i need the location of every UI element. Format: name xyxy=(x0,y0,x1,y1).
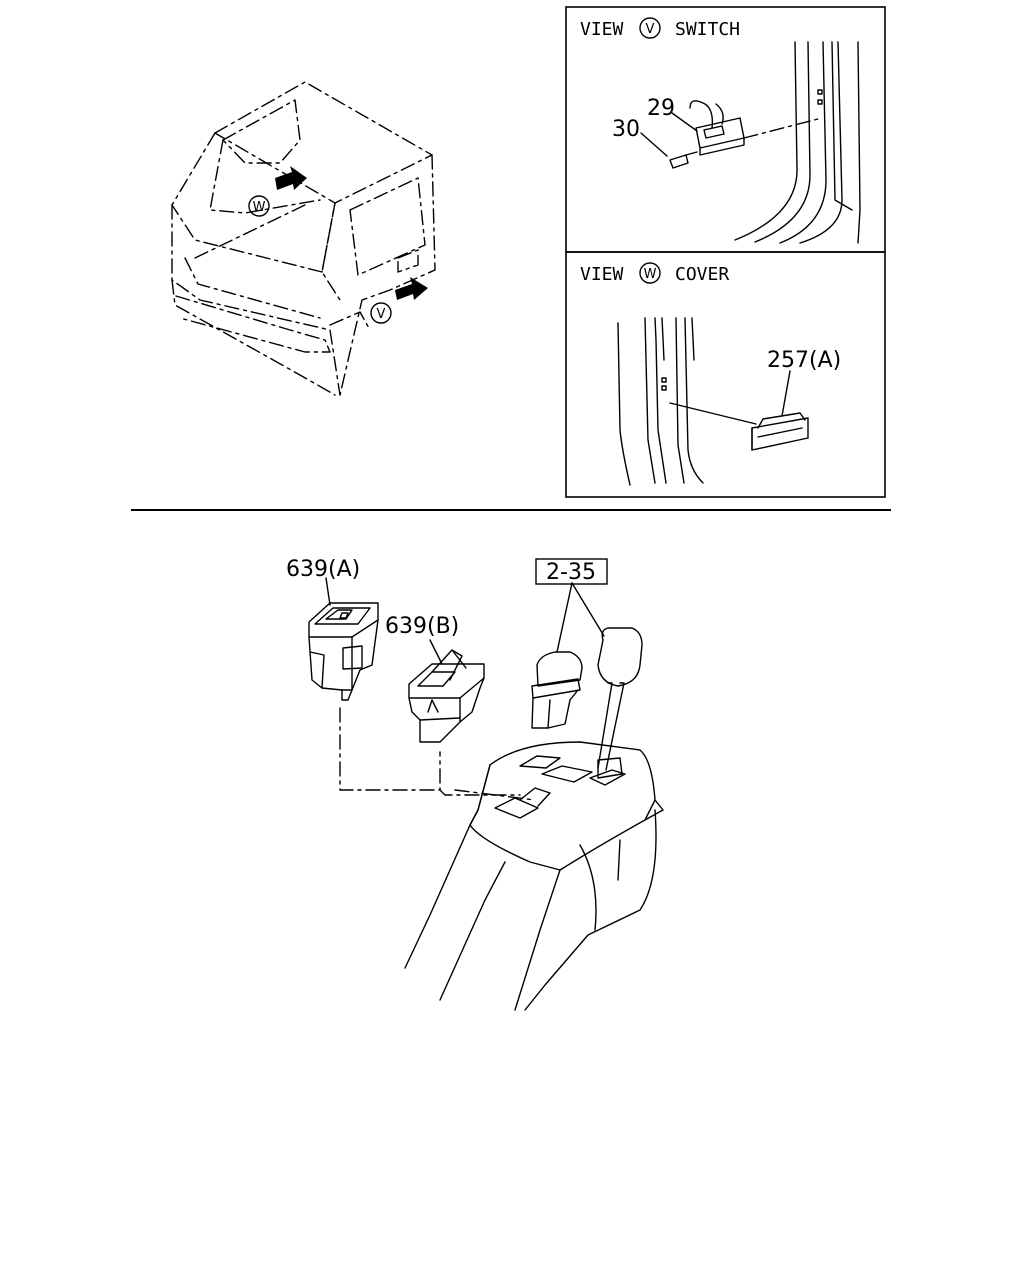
arrow-v-icon xyxy=(395,277,428,300)
callout-639b: 639(B) xyxy=(385,614,459,639)
view-w-suffix: COVER xyxy=(675,264,729,285)
marker-v-circle xyxy=(370,302,392,324)
view-v-suffix: SWITCH xyxy=(675,19,740,40)
panel-view-v-switch: VIEW V SWITCH 29 30 xyxy=(565,6,886,253)
view-v-prefix: VIEW xyxy=(580,19,624,40)
panel-view-w-cover: VIEW W COVER 257(A) xyxy=(565,251,886,498)
arrow-w-icon xyxy=(275,166,307,190)
truck-cab-illustration: W V xyxy=(171,81,436,396)
callout-639a: 639(A) xyxy=(286,557,360,582)
marker-w-label: W xyxy=(253,200,266,215)
view-w-marker: W xyxy=(644,267,657,282)
callout-30: 30 xyxy=(612,117,640,142)
shift-knob xyxy=(597,627,643,687)
marker-v-label: V xyxy=(377,307,386,322)
marker-w-circle xyxy=(248,195,270,217)
ref-box-2-35 xyxy=(535,558,608,585)
view-v-marker: V xyxy=(646,22,655,37)
console-illustration xyxy=(308,577,664,1011)
view-w-prefix: VIEW xyxy=(580,264,624,285)
callout-2-35: 2-35 xyxy=(546,560,596,585)
callout-257a: 257(A) xyxy=(767,348,841,373)
callout-29: 29 xyxy=(647,96,675,121)
